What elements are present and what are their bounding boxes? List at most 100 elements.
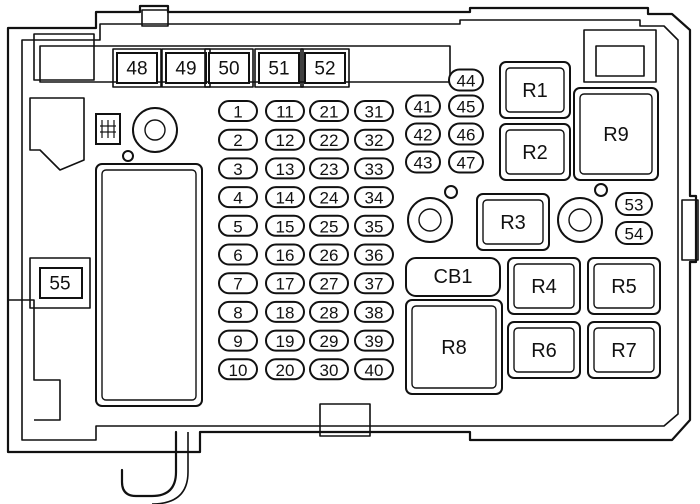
fuse-37: 37 (354, 272, 394, 295)
fuse-46-label: 46 (457, 126, 476, 145)
fuse-9-body (218, 329, 258, 352)
fuse-39-body (354, 329, 394, 352)
fuse-15-label: 15 (276, 217, 295, 236)
fuse-40: 40 (354, 358, 394, 381)
relay-r5-label: R5 (611, 276, 637, 298)
bolt-left (122, 107, 178, 162)
fuse-3: 3 (218, 157, 258, 180)
relay-r2-inner (505, 129, 565, 175)
fuse-20-body (265, 358, 305, 381)
fuse-43-label: 43 (414, 154, 433, 173)
fuse-41: 41 (405, 94, 441, 118)
fuse-53: 53 (615, 192, 653, 216)
fuse-11-body (265, 100, 305, 122)
relay-r5: R5 (587, 257, 661, 315)
housing-inner (21, 19, 679, 441)
fuse-8-label: 8 (233, 303, 242, 322)
fuse-49-label: 49 (175, 59, 196, 80)
breaker-cb1-body (405, 257, 501, 297)
relay-r8-label: R8 (441, 337, 467, 359)
fuse-31-body (354, 100, 394, 122)
fuse-46-body (448, 122, 484, 146)
right-clip (681, 199, 699, 261)
fuse-43: 43 (405, 150, 441, 174)
fuse-37-label: 37 (365, 275, 384, 294)
fuse-4-label: 4 (233, 189, 242, 208)
fuse-43-body (405, 150, 441, 174)
fuse-10-body (218, 358, 258, 381)
bolt-right (557, 183, 608, 243)
relay-r8-inner (411, 305, 497, 389)
fuse-2-label: 2 (233, 131, 242, 150)
fuse-27: 27 (309, 272, 349, 295)
fuse-23-label: 23 (320, 160, 339, 179)
fuse-31-label: 31 (365, 103, 384, 122)
fuse-54-body (615, 221, 653, 245)
fuse-32-label: 32 (365, 131, 384, 150)
fuse-25: 25 (309, 214, 349, 237)
fuse-14-label: 14 (276, 189, 295, 208)
fuse-33-label: 33 (365, 160, 384, 179)
fuse-48-housing (112, 48, 162, 88)
fuse-9-label: 9 (233, 332, 242, 351)
relay-r2-label: R2 (522, 142, 548, 164)
fuse-47-body (448, 150, 484, 174)
fuse-44-body (448, 68, 484, 92)
fuse-12: 12 (265, 128, 305, 151)
fuse-34-label: 34 (365, 189, 384, 208)
relay-r3-label: R3 (500, 212, 526, 234)
fuse-26-label: 26 (320, 246, 339, 265)
housing-outline (6, 4, 698, 454)
fuse-16-body (265, 243, 305, 266)
relay-r9-inner (579, 93, 653, 175)
fuse-48: 48 (112, 48, 162, 88)
fuse-51-housing (254, 48, 304, 88)
fuse-7-body (218, 272, 258, 295)
fuse-47-label: 47 (457, 154, 476, 173)
fuse-38: 38 (354, 300, 394, 323)
fuse-21: 21 (309, 100, 349, 122)
fuse-13: 13 (265, 157, 305, 180)
fuse-40-body (354, 358, 394, 381)
relay-r5-inner (593, 263, 655, 309)
fuse-9: 9 (218, 329, 258, 352)
fuse-45-label: 45 (457, 98, 476, 117)
fuse-55-body (39, 267, 83, 299)
top-right-latch (583, 29, 657, 83)
fuse-15: 15 (265, 214, 305, 237)
fuse-22: 22 (309, 128, 349, 151)
relay-r1-body (499, 61, 571, 119)
fuse-40-label: 40 (365, 361, 384, 380)
fuse-33-body (354, 157, 394, 180)
relay-r7-label: R7 (611, 340, 637, 362)
fuse-28-body (309, 300, 349, 323)
fuse-42: 42 (405, 122, 441, 146)
bottom-tab (319, 403, 371, 437)
fuse-30: 30 (309, 358, 349, 381)
fuse-55-label: 55 (49, 274, 70, 295)
grid-module-lines (100, 120, 116, 138)
fuse-52-label: 52 (314, 59, 335, 80)
fuse-18-body (265, 300, 305, 323)
relay-r4: R4 (507, 257, 581, 315)
bay-55 (29, 257, 91, 309)
fuse-18: 18 (265, 300, 305, 323)
fuse-29-body (309, 329, 349, 352)
fuse-33: 33 (354, 157, 394, 180)
fuse-44-label: 44 (457, 72, 476, 91)
fuse-34: 34 (354, 186, 394, 209)
fuse-28: 28 (309, 300, 349, 323)
fuse-46: 46 (448, 122, 484, 146)
fuse-41-body (405, 94, 441, 118)
top-clip (141, 9, 169, 27)
fuse-30-label: 30 (320, 361, 339, 380)
fuse-2: 2 (218, 128, 258, 151)
fuse-54: 54 (615, 221, 653, 245)
fuse-22-body (309, 128, 349, 151)
relay-r5-body (587, 257, 661, 315)
fuse-31: 31 (354, 100, 394, 122)
fuse-6: 6 (218, 243, 258, 266)
bottom-hook (120, 430, 178, 498)
